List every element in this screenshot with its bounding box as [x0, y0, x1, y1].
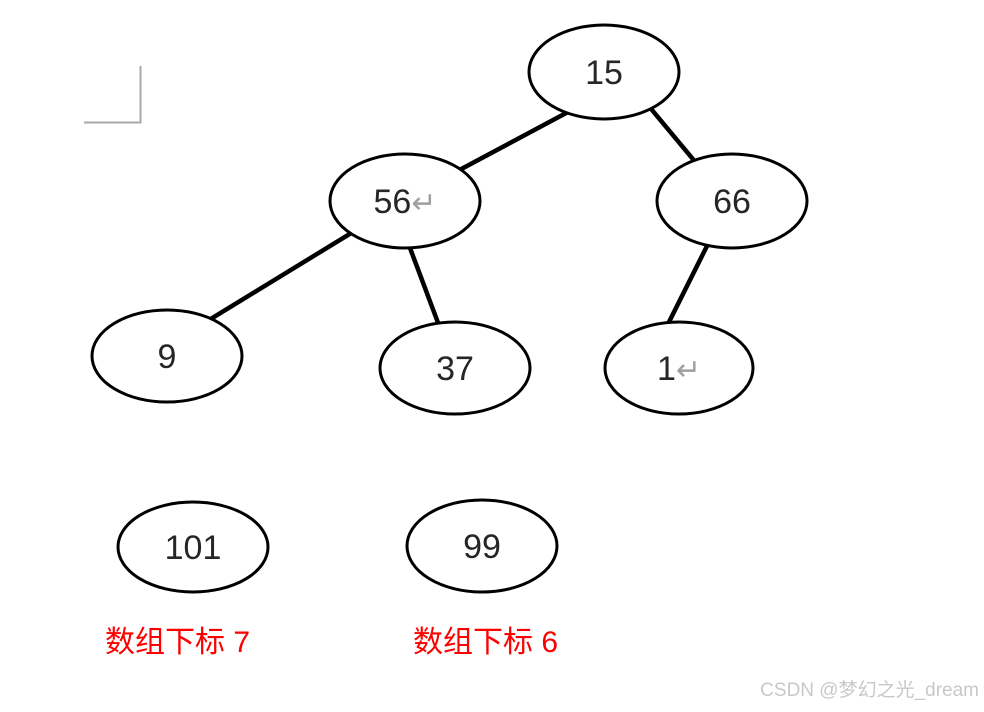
tree-node-9 — [90, 308, 244, 404]
array-index-label-6: 数组下标 6 — [413, 626, 559, 659]
tree-edge-66-1 — [660, 234, 715, 336]
return-mark-icon: ↵ — [411, 187, 436, 220]
tree-node-label-101: 101 — [165, 529, 222, 567]
tree-node-label-66: 66 — [713, 183, 751, 221]
return-mark-icon: ↵ — [676, 354, 701, 387]
tree-node-label-15: 15 — [585, 54, 623, 92]
tree-node-101 — [116, 500, 270, 594]
tree-node-label-99: 99 — [463, 528, 501, 566]
tree-edge-56-37 — [402, 232, 445, 336]
tree-node-1 — [603, 320, 755, 416]
tree-edge-56-9 — [199, 224, 363, 328]
tree-node-37 — [378, 320, 532, 416]
tree-node-label-37: 37 — [436, 350, 474, 388]
csdn-watermark: CSDN @梦幻之光_dream — [760, 680, 979, 701]
tree-nodes: 15 56↵ 66 9 37 1↵ 101 99 — [90, 23, 809, 594]
tree-node-15 — [527, 23, 681, 121]
tree-node-label-1: 1↵ — [657, 350, 701, 388]
tree-node-56 — [328, 152, 482, 250]
tree-edge-15-56 — [451, 102, 584, 176]
array-index-label-7: 数组下标 7 — [105, 626, 251, 659]
tree-node-99 — [405, 498, 559, 594]
tree-node-66 — [655, 152, 809, 250]
page-corner-mark-icon — [84, 66, 142, 124]
tree-node-label-9: 9 — [158, 338, 177, 376]
tree-node-label-56: 56↵ — [374, 183, 437, 221]
